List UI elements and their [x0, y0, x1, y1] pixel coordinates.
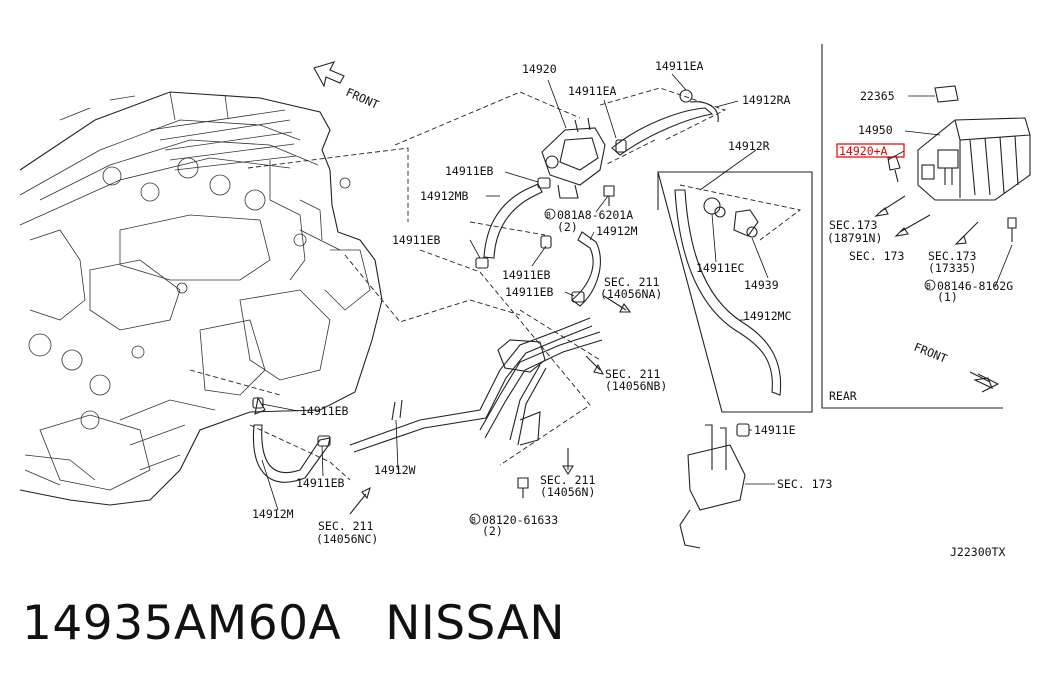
part-caption: 14935AM60A NISSAN: [22, 596, 609, 651]
callout-14911ea-mid: 14911EA: [568, 84, 617, 98]
callout-14912m-low: 14912M: [252, 507, 294, 521]
callout-22365: 22365: [860, 89, 895, 103]
sec211-n-ref: (14056N): [540, 485, 595, 499]
sec211-nc-ref: (14056NC): [316, 532, 378, 546]
brand-name: NISSAN: [385, 596, 566, 651]
highlight-box-14920a: [836, 143, 905, 158]
callout-14911eb-b: 14911EB: [392, 233, 441, 247]
front-label-inset: FRONT: [912, 340, 949, 366]
drawing-code: J22300TX: [950, 545, 1005, 559]
front-label-main: FRONT: [344, 85, 381, 112]
callout-14911e: 14911E: [754, 423, 796, 437]
callout-14912w: 14912W: [374, 463, 416, 477]
sec211-nc-label: SEC. 211: [318, 519, 373, 533]
sec173-c-ref: (17335): [928, 261, 976, 275]
dashed-guides: [189, 87, 802, 481]
callout-14939: 14939: [744, 278, 779, 292]
sec211-n-label: SEC. 211: [540, 473, 595, 487]
callout-14911eb-a: 14911EB: [445, 164, 494, 178]
callout-14912m-mid: 14912M: [596, 224, 638, 238]
callout-08146-qty: (1): [937, 290, 958, 304]
rear-label-inset: REAR: [829, 389, 857, 403]
callout-14920: 14920: [522, 62, 557, 76]
bolt-symbol-b1: B: [546, 211, 551, 220]
sec211-nb-ref: (14056NB): [605, 379, 667, 393]
sec173-a-label: SEC.173: [829, 218, 878, 232]
callout-14911ea-top: 14911EA: [655, 59, 704, 73]
callout-14912mb: 14912MB: [420, 189, 469, 203]
sec173-b-label: SEC. 173: [849, 249, 904, 263]
callout-081a8-qty: (2): [557, 220, 578, 234]
callout-14911eb-e: 14911EB: [300, 404, 349, 418]
bolt-symbol-b2: B: [471, 516, 476, 525]
callout-14911eb-c: 14911EB: [502, 268, 551, 282]
callout-08120-qty: (2): [482, 524, 503, 538]
callout-08146: 08146-8162G: [937, 279, 1013, 293]
callout-14912ra: 14912RA: [742, 93, 791, 107]
sec173-a-ref: (18791N): [827, 231, 882, 245]
callout-14911eb-d: 14911EB: [505, 285, 554, 299]
sec211-nb-label: SEC. 211: [605, 367, 660, 381]
callout-14912r: 14912R: [728, 139, 770, 153]
bolt-symbol-b3: B: [926, 282, 931, 291]
callout-081a8: 081A8-6201A: [557, 208, 633, 222]
callout-08120: 08120-61633: [482, 513, 558, 527]
sec173-c-label: SEC.173: [928, 249, 977, 263]
callouts-main: 14920 14911EA 14911EA 14912RA 14911EB 14…: [252, 59, 832, 546]
callout-14911ec: 14911EC: [696, 261, 745, 275]
sec211-na-label: SEC. 211: [604, 275, 659, 289]
leader-lines: [261, 73, 775, 515]
part-number: 14935AM60A: [22, 596, 342, 651]
sec173-main-label: SEC. 173: [777, 477, 832, 491]
callout-14950: 14950: [858, 123, 893, 137]
engine-illustration: [19, 91, 383, 506]
canister-inset: FRONT REAR 22365 14950 14920+A SEC.173 (…: [821, 44, 1031, 409]
callout-14920a: 14920+A: [839, 144, 888, 158]
callout-14911eb-f: 14911EB: [296, 476, 345, 490]
front-arrow-main: FRONT: [313, 61, 381, 112]
small-parts: [252, 89, 1017, 549]
callout-14912mc: 14912MC: [743, 309, 792, 323]
sec211-na-ref: (14056NA): [600, 287, 662, 301]
